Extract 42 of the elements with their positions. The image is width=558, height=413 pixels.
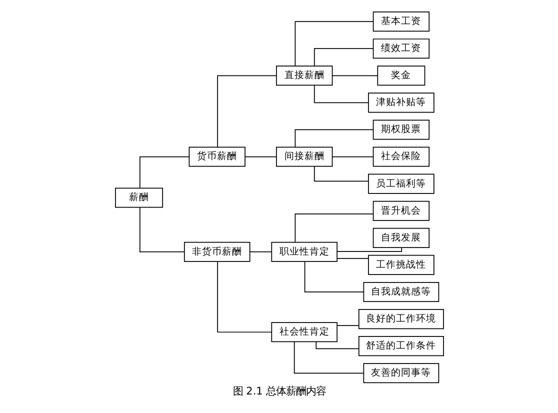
connector	[294, 21, 373, 66]
connector	[294, 129, 373, 148]
node-box: 非货币薪酬	[183, 242, 250, 262]
connector	[336, 258, 368, 259]
connector	[294, 213, 373, 242]
node-box: 自我成就感等	[362, 282, 439, 302]
connector	[331, 75, 378, 76]
node-box: 工作挑战性	[368, 254, 434, 275]
connector	[248, 251, 272, 252]
node-box: 间接薪酬	[276, 146, 332, 167]
connector	[304, 261, 364, 292]
connector	[216, 75, 276, 148]
caption: 图 2.1 总体薪酬内容	[232, 386, 326, 398]
node-box: 职业性肯定	[270, 242, 338, 262]
node-box: 友善的同事等	[362, 363, 439, 384]
connector	[313, 166, 368, 182]
connector	[336, 325, 359, 326]
connector	[244, 156, 276, 158]
connector	[216, 261, 272, 333]
node-box: 基本工资	[372, 12, 430, 32]
node-box: 社会保险	[372, 146, 430, 167]
node-box: 自我发展	[372, 228, 430, 248]
node-box: 晋升机会	[372, 200, 430, 221]
connector	[336, 247, 402, 252]
node-box: 员工福利等	[368, 174, 434, 194]
node-box: 绩效工资	[372, 38, 430, 59]
connector	[138, 156, 189, 188]
node-box: 直接薪酬	[276, 66, 332, 86]
node-box: 良好的工作环境	[358, 309, 444, 330]
node-box: 薪酬	[114, 188, 163, 208]
node-box: 舒适的工作条件	[358, 336, 444, 356]
connector	[315, 342, 359, 350]
connector	[293, 342, 364, 374]
connector	[313, 84, 368, 104]
node-box: 货币薪酬	[188, 146, 245, 167]
node-box: 期权股票	[372, 120, 430, 140]
connector	[331, 156, 374, 158]
node-box: 津贴补贴等	[368, 92, 434, 113]
connector	[138, 207, 184, 252]
node-box: 社会性肯定	[270, 322, 338, 342]
node-box: 奖金	[376, 66, 425, 86]
connector	[313, 48, 374, 66]
